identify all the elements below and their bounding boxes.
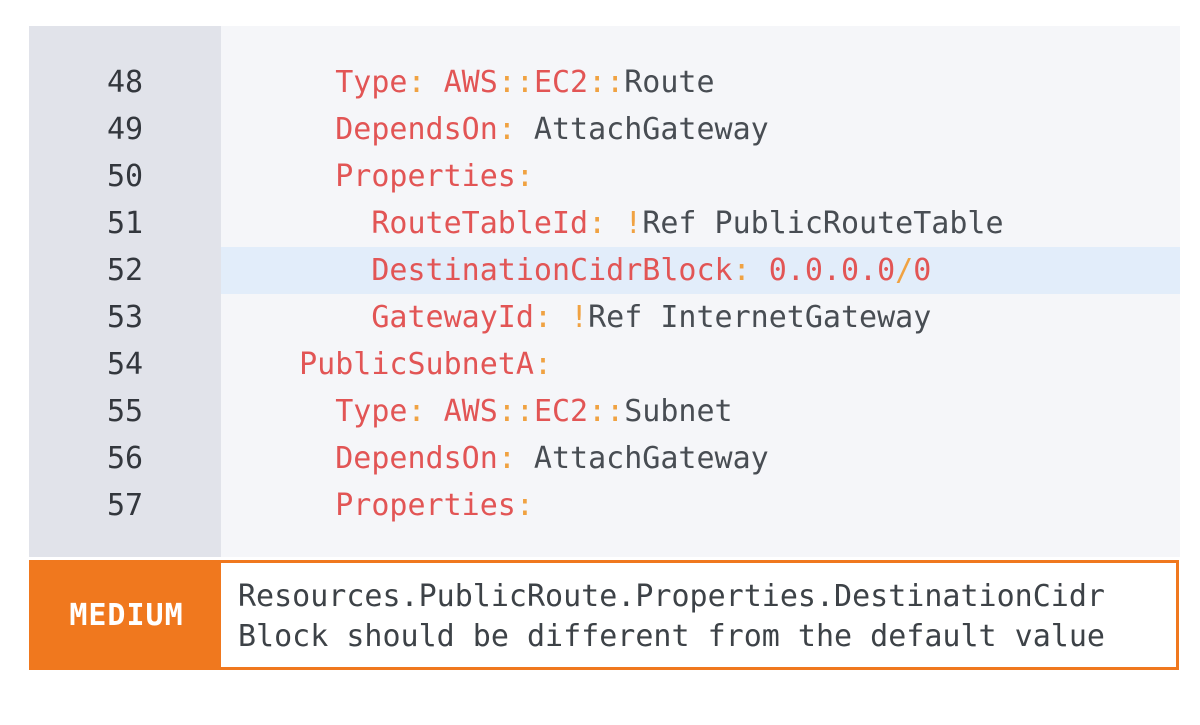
code-token: GatewayId: [371, 300, 534, 335]
line-number: 54: [106, 347, 144, 382]
code-token: Type: [335, 394, 408, 429]
finding-message: Resources.PublicRoute.Properties.Destina…: [238, 579, 1105, 654]
line-number: 57: [106, 488, 144, 523]
line-number: 55: [106, 394, 144, 429]
code-token: DependsOn: [335, 112, 498, 147]
code-token: 0.0.0.0: [768, 253, 896, 288]
code-token: [263, 112, 335, 147]
code-token: ::: [497, 394, 534, 429]
code-token: [263, 488, 335, 523]
code-token: :: [515, 488, 534, 523]
code-token: AttachGateway: [515, 112, 769, 147]
code-token: [552, 300, 570, 335]
code-token: [606, 206, 624, 241]
line-number: 50: [106, 159, 144, 194]
code-token: !: [624, 206, 643, 241]
code-token: :: [407, 65, 426, 100]
severity-badge: MEDIUM: [32, 563, 221, 667]
code-line-49: DependsOn: AttachGateway: [221, 106, 1180, 153]
code-token: ::: [588, 394, 625, 429]
code-token: [263, 253, 371, 288]
code-token: [263, 206, 371, 241]
line-number: 53: [106, 300, 144, 335]
code-token: [426, 65, 444, 100]
finding-message-cell: Resources.PublicRoute.Properties.Destina…: [221, 563, 1176, 667]
code-token: Route: [624, 65, 715, 100]
code-token: :: [533, 347, 552, 382]
code-token: Ref InternetGateway: [588, 300, 932, 335]
code-token: DestinationCidrBlock: [371, 253, 733, 288]
code-token: [426, 394, 444, 429]
code-token: Ref PublicRouteTable: [642, 206, 1004, 241]
code-token: Properties: [335, 488, 516, 523]
code-line-57: Properties:: [221, 482, 1180, 529]
code-token: [263, 347, 299, 382]
code-token: :: [407, 394, 426, 429]
code-token: [263, 300, 371, 335]
code-token: [751, 253, 769, 288]
code-token: [263, 441, 335, 476]
code-token: EC2: [533, 65, 589, 100]
code-token: DependsOn: [335, 441, 498, 476]
code-token: ::: [497, 65, 534, 100]
line-number-gutter: 48 49 50 51 52 53 54 55 56 57: [29, 26, 221, 557]
code-line-53: GatewayId: !Ref InternetGateway: [221, 294, 1180, 341]
code-token: PublicSubnetA: [299, 347, 534, 382]
line-number: 56: [106, 441, 144, 476]
code-token: :: [588, 206, 607, 241]
code-line-50: Properties:: [221, 153, 1180, 200]
line-number: 52: [106, 253, 144, 288]
code-token: 0: [913, 253, 932, 288]
line-number: 48: [106, 65, 144, 100]
code-content: Type: AWS::EC2::Route DependsOn: AttachG…: [221, 26, 1180, 557]
code-token: :: [515, 159, 534, 194]
code-token: AWS: [443, 394, 498, 429]
code-token: [263, 159, 335, 194]
code-line-55: Type: AWS::EC2::Subnet: [221, 388, 1180, 435]
code-token: :: [497, 112, 516, 147]
code-token: :: [533, 300, 552, 335]
code-token: !: [570, 300, 589, 335]
code-token: :: [732, 253, 751, 288]
code-token: :: [497, 441, 516, 476]
code-token: [263, 394, 335, 429]
code-token: EC2: [533, 394, 589, 429]
code-token: [263, 65, 335, 100]
code-token: Type: [335, 65, 408, 100]
code-token: AttachGateway: [515, 441, 769, 476]
code-line-52-highlighted: DestinationCidrBlock: 0.0.0.0/0: [221, 247, 1180, 294]
line-number: 51: [106, 206, 144, 241]
code-line-48: Type: AWS::EC2::Route: [221, 59, 1180, 106]
code-token: Properties: [335, 159, 516, 194]
code-token: RouteTableId: [371, 206, 589, 241]
code-line-54: PublicSubnetA:: [221, 341, 1180, 388]
finding-box: MEDIUM Resources.PublicRoute.Properties.…: [29, 560, 1179, 670]
code-token: /: [895, 253, 914, 288]
line-number: 49: [106, 112, 144, 147]
code-token: ::: [588, 65, 625, 100]
code-line-51: RouteTableId: !Ref PublicRouteTable: [221, 200, 1180, 247]
code-token: AWS: [443, 65, 498, 100]
code-token: Subnet: [624, 394, 733, 429]
code-line-56: DependsOn: AttachGateway: [221, 435, 1180, 482]
